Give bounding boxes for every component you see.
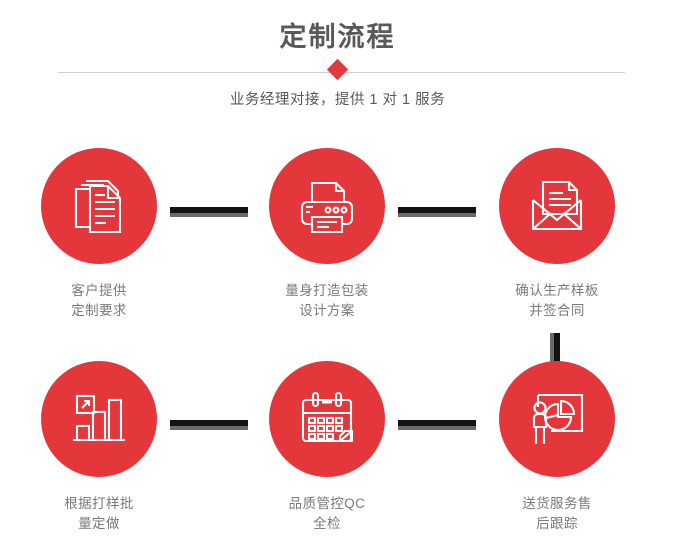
connector-bar-shadow <box>398 426 476 430</box>
process-steps-grid: 客户提供 定制要求 <box>0 148 675 550</box>
diamond-marker-icon <box>326 58 349 81</box>
bar-chart-growth-icon <box>68 388 130 450</box>
header-section: 定制流程 业务经理对接，提供 1 对 1 服务 <box>0 0 675 130</box>
step-4-icon-circle <box>41 361 157 477</box>
connector-step3-step4 <box>550 333 560 370</box>
process-step-2: 量身打造包装 设计方案 <box>232 148 422 321</box>
step-2-label: 量身打造包装 设计方案 <box>285 283 369 318</box>
documents-stack-icon <box>68 175 130 237</box>
connector-bar <box>170 420 248 426</box>
process-step-1: 客户提供 定制要求 <box>4 148 194 321</box>
printer-icon <box>295 174 359 238</box>
page-title: 定制流程 <box>279 22 396 52</box>
step-5-label: 品质管控QC 全检 <box>288 496 366 531</box>
connector-bar-shadow <box>398 213 476 217</box>
connector-bar <box>170 207 248 213</box>
connector-step5-step6 <box>398 420 476 430</box>
step-6-label: 送货服务售 后跟踪 <box>522 496 592 531</box>
connector-bar-shadow <box>170 426 248 430</box>
connector-bar <box>398 420 476 426</box>
process-step-4: 根据打样批 量定做 <box>4 361 194 534</box>
header-subtitle: 业务经理对接，提供 1 对 1 服务 <box>229 92 446 108</box>
connector-step1-step2 <box>170 207 248 217</box>
presenter-pie-chart-icon <box>525 387 589 451</box>
step-5-icon-circle <box>269 361 385 477</box>
connector-step4-step5 <box>170 420 248 430</box>
step-1-icon-circle <box>41 148 157 264</box>
connector-bar <box>398 207 476 213</box>
step-1-label: 客户提供 定制要求 <box>71 283 127 318</box>
connector-step2-step3 <box>398 207 476 217</box>
step-3-label: 确认生产样板 并签合同 <box>515 283 599 318</box>
process-step-6: 送货服务售 后跟踪 <box>462 361 652 534</box>
envelope-document-icon <box>525 174 589 238</box>
step-4-label: 根据打样批 量定做 <box>64 496 134 531</box>
connector-bar-shadow <box>170 213 248 217</box>
calendar-icon <box>296 388 358 450</box>
process-step-5: 品质管控QC 全检 <box>232 361 422 534</box>
connector-bar-shadow <box>550 333 554 370</box>
step-2-icon-circle <box>269 148 385 264</box>
connector-bar <box>554 333 560 370</box>
process-step-3: 确认生产样板 并签合同 <box>462 148 652 321</box>
step-6-icon-circle <box>499 361 615 477</box>
step-3-icon-circle <box>499 148 615 264</box>
